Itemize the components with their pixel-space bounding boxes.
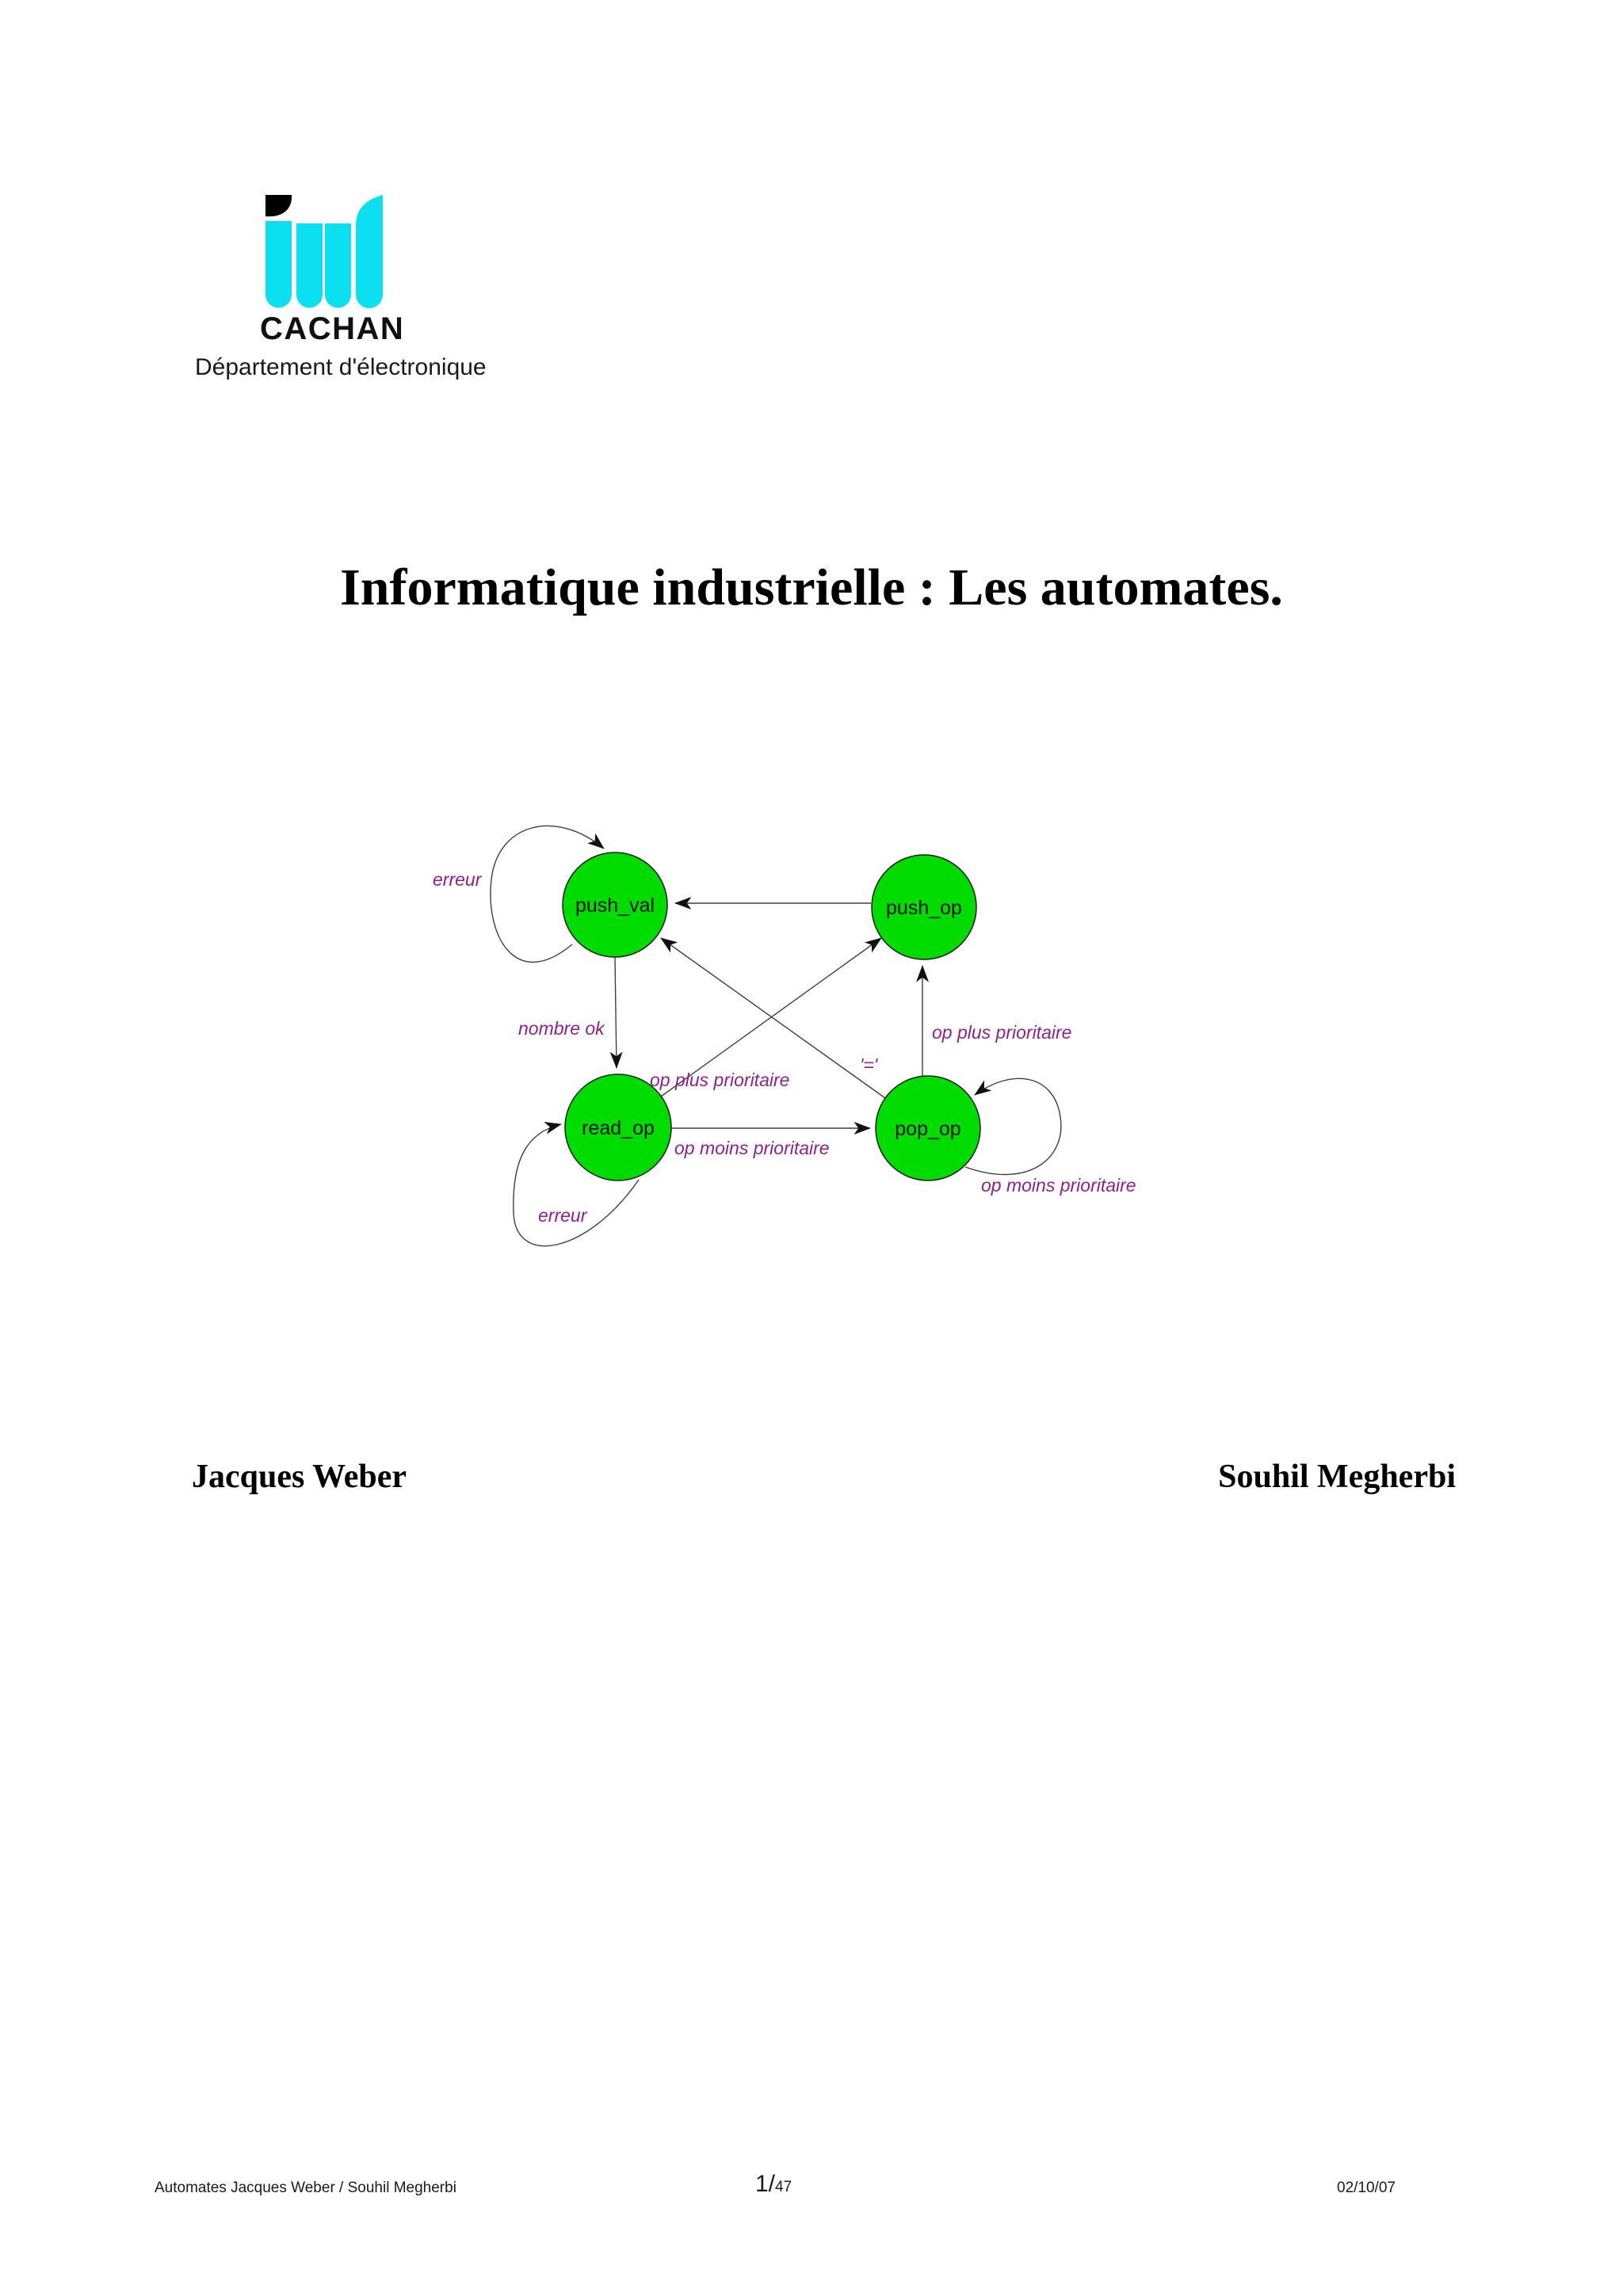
state-label-push-op: push_op [886, 897, 962, 919]
transition-readop-self-loop [513, 1121, 640, 1247]
state-node-read-op: read_op [564, 1074, 672, 1181]
state-label-pop-op: pop_op [895, 1118, 960, 1140]
state-circle-push-op [871, 854, 977, 960]
footer-date: 02/10/07 [1337, 2180, 1396, 2196]
state-diagram: push_val push_op read_op pop_op erreur n… [433, 825, 1136, 1247]
state-label-push-val: push_val [575, 894, 655, 917]
edge-label-op-moins-mid: op moins prioritaire [674, 1138, 830, 1158]
logo-apostrophe-shape [265, 195, 292, 217]
state-label-read-op: read_op [582, 1117, 655, 1139]
edge-label-egal: '=' [860, 1055, 879, 1075]
state-node-push-val: push_val [562, 852, 668, 958]
transition-popop-self-loop [964, 1077, 1062, 1176]
logo-bar-i [265, 221, 292, 308]
transition-popop-to-pushval [660, 937, 886, 1099]
state-node-pop-op: pop_op [875, 1075, 981, 1181]
edge-label-nombre-ok: nombre ok [518, 1018, 605, 1039]
footer-page-number: 1/47 [755, 2171, 792, 2198]
transition-labels: erreur nombre ok op plus prioritaire '='… [433, 869, 1136, 1226]
author-left: Jacques Weber [192, 1459, 407, 1495]
edge-label-op-moins-right: op moins prioritaire [981, 1175, 1136, 1196]
state-circle-push-val [562, 852, 668, 958]
logo-bar-u1 [296, 223, 323, 308]
transition-edges [490, 825, 1062, 1247]
logo-letter-bars [265, 195, 383, 308]
logo-brand-text: CACHAN [260, 311, 405, 346]
page-title: Informatique industrielle : Les automate… [340, 559, 1283, 616]
logo-department-text: Département d'électronique [195, 354, 487, 380]
edge-label-erreur-top: erreur [433, 869, 483, 890]
state-circle-pop-op [875, 1075, 981, 1181]
edge-label-erreur-bottom: erreur [538, 1205, 588, 1226]
logo-bar-u2 [325, 223, 351, 308]
footer-page-total: 47 [775, 2179, 792, 2195]
logo-bar-t [356, 195, 383, 308]
author-right: Souhil Megherbi [1218, 1459, 1456, 1495]
edge-label-op-plus-mid: op plus prioritaire [650, 1070, 789, 1090]
footer-doc-title: Automates Jacques Weber / Souhil Megherb… [155, 2180, 456, 2196]
footer-page-current: 1/ [755, 2171, 776, 2197]
transition-pushval-self-loop [490, 825, 605, 963]
transition-pushval-to-readop [609, 956, 623, 1069]
state-circle-read-op [564, 1074, 672, 1181]
iut-logo [265, 195, 383, 308]
edge-label-op-plus-right: op plus prioritaire [932, 1022, 1071, 1043]
state-node-push-op: push_op [871, 854, 977, 960]
